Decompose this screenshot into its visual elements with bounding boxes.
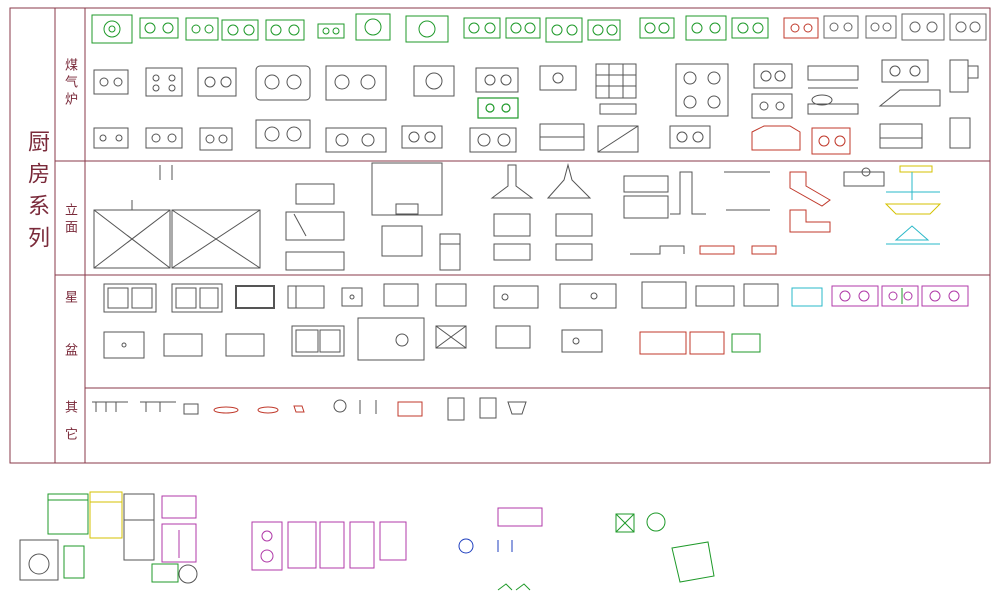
stove-row-3 [93,117,971,153]
row-label-sinks: 星盆 [62,290,77,396]
elevation-accents [699,165,942,255]
stove-row-2 [93,59,979,119]
small-blocks [458,507,543,591]
sink-colored [791,285,969,307]
sink-row-1 [103,281,779,313]
elevation-row [93,162,770,271]
series-title: 厨房系列 [24,130,49,258]
stove-green-accent [477,97,519,119]
row-label-elevation: 立面 [62,203,77,237]
misc-blocks [615,512,715,583]
sink-cluster [251,521,407,571]
sink-red-green [639,331,761,355]
appliance-cluster [19,491,198,584]
other-row [92,397,527,421]
stove-row-1 [91,13,987,44]
row-label-stoves: 煤气炉 [62,58,77,109]
sink-row-2 [103,317,603,361]
stove-red-accent [751,125,851,155]
row-label-other: 其它 [62,400,77,454]
stove-mini [599,103,637,115]
table-frame [9,7,991,464]
